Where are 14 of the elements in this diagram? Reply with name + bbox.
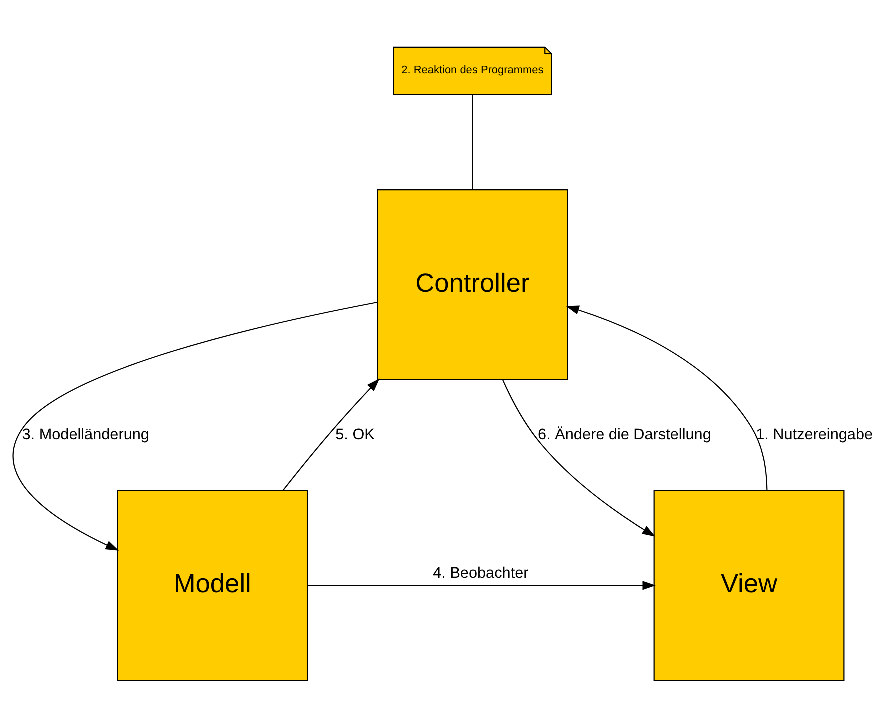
arrow xyxy=(502,379,656,536)
arrow xyxy=(308,580,656,590)
node-box: Modell xyxy=(117,490,308,681)
edge-label: 6. Ändere die Darstellung xyxy=(538,426,712,443)
edge-label: 1. Nutzereingabe xyxy=(756,426,874,443)
connector xyxy=(472,94,474,190)
edge-label: 5. OK xyxy=(336,426,375,443)
node-box: Controller xyxy=(377,189,568,380)
node-box: View xyxy=(654,490,845,681)
edge-label: 3. Modelländerung xyxy=(22,426,150,443)
arrow xyxy=(283,378,380,490)
edge-label: 4. Beobachter xyxy=(433,564,529,582)
arrow xyxy=(566,305,768,490)
arrow xyxy=(13,301,378,550)
